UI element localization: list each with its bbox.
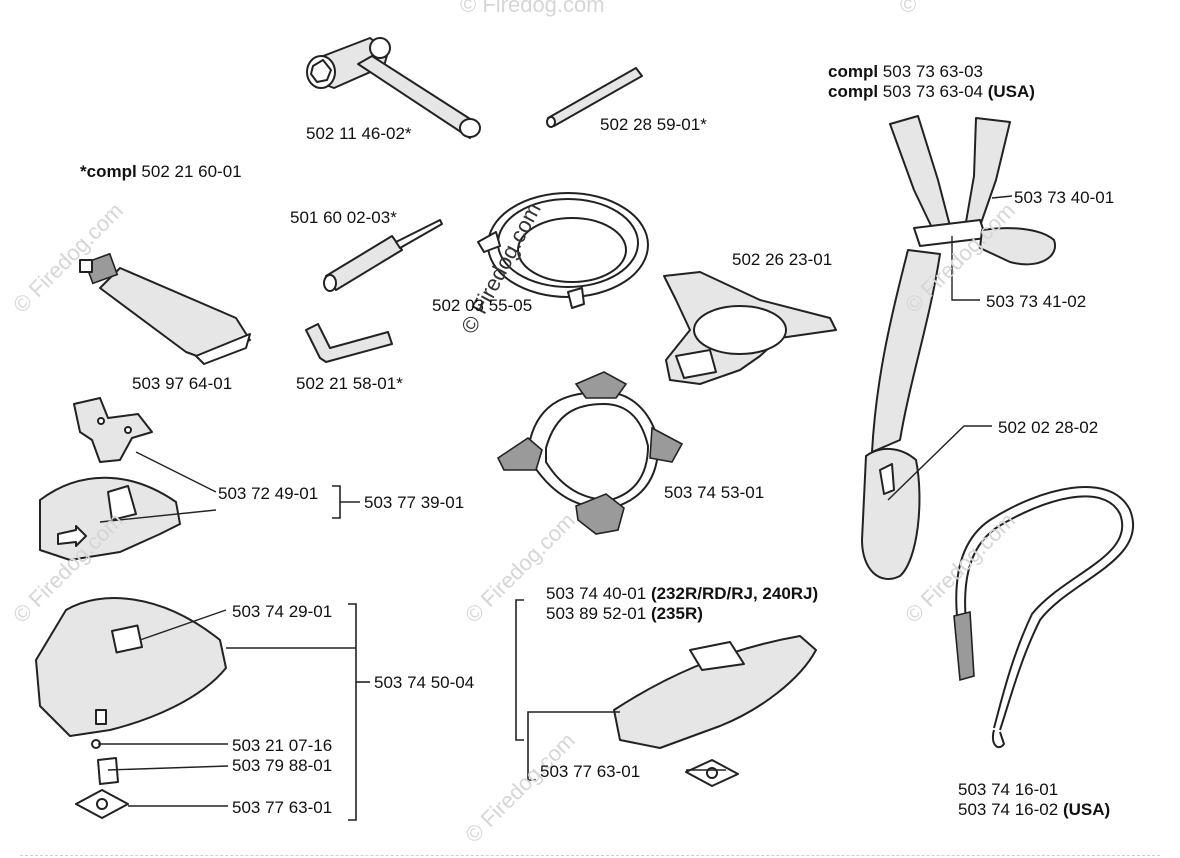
big-guard-mount	[75, 789, 129, 819]
right-guard	[613, 635, 817, 749]
rod	[546, 67, 643, 128]
label-strap-1: 503 74 16-01	[958, 780, 1059, 799]
label-guard-big-mount: 503 77 63-01	[232, 798, 333, 817]
label-harness-frame: 503 74 53-01	[664, 483, 765, 502]
watermark: © Firedog.com	[460, 0, 605, 17]
right-guard-mount	[685, 759, 739, 787]
label-guard-big-screw: 503 21 07-16	[232, 736, 333, 755]
label-guard-right-1: 503 74 40-01 (232R/RD/RJ, 240RJ)	[546, 584, 819, 603]
big-guard	[35, 597, 227, 737]
label-guard-big-plate: 503 74 29-01	[232, 602, 333, 621]
harness-frame	[496, 371, 684, 535]
label-harness-1: compl 503 73 63-03	[828, 62, 983, 81]
screwdriver	[323, 219, 443, 292]
grease-tube	[79, 252, 251, 365]
label-support: 502 26 23-01	[732, 250, 833, 269]
label-ring: 502 03 55-05	[432, 296, 533, 315]
label-guard-right-2: 503 89 52-01 (235R)	[546, 604, 703, 623]
watermark: ©	[900, 0, 917, 17]
label-bracket-small: 503 72 49-01	[218, 484, 319, 503]
shoulder-strap	[953, 486, 1134, 749]
support-plate	[663, 271, 837, 385]
label-kit: *compl 502 21 60-01	[80, 162, 242, 181]
label-hook-pad: 502 02 28-02	[998, 418, 1099, 437]
label-hexkey: 502 21 58-01*	[296, 374, 403, 393]
label-guard-right-mount: 503 77 63-01	[540, 762, 641, 781]
label-strap-2: 503 74 16-02 (USA)	[958, 800, 1111, 819]
big-guard-label	[97, 757, 119, 785]
label-guard-big-kit: 503 74 50-04	[374, 673, 475, 692]
label-wrench: 502 11 46-02*	[306, 124, 412, 143]
small-guard	[39, 476, 181, 561]
combination-wrench	[306, 37, 481, 139]
label-guard-small-kit: 503 77 39-01	[364, 493, 465, 512]
brackets	[332, 485, 536, 821]
label-guard-big-label: 503 79 88-01	[232, 756, 333, 775]
bottom-divider	[20, 855, 1160, 856]
harness-assembly	[861, 115, 1057, 580]
leader-lines	[98, 195, 1013, 807]
cutting-ring	[477, 192, 649, 309]
label-rod: 502 28 59-01*	[600, 115, 707, 134]
label-grease: 503 97 64-01	[132, 374, 233, 393]
label-buckle: 503 73 40-01	[1014, 188, 1115, 207]
label-hip-pad: 503 73 41-02	[986, 292, 1087, 311]
small-bracket	[73, 397, 153, 463]
label-harness-2: compl 503 73 63-04 (USA)	[828, 82, 1035, 101]
label-screwdriver: 501 60 02-03*	[290, 208, 397, 227]
hex-key	[305, 323, 393, 363]
